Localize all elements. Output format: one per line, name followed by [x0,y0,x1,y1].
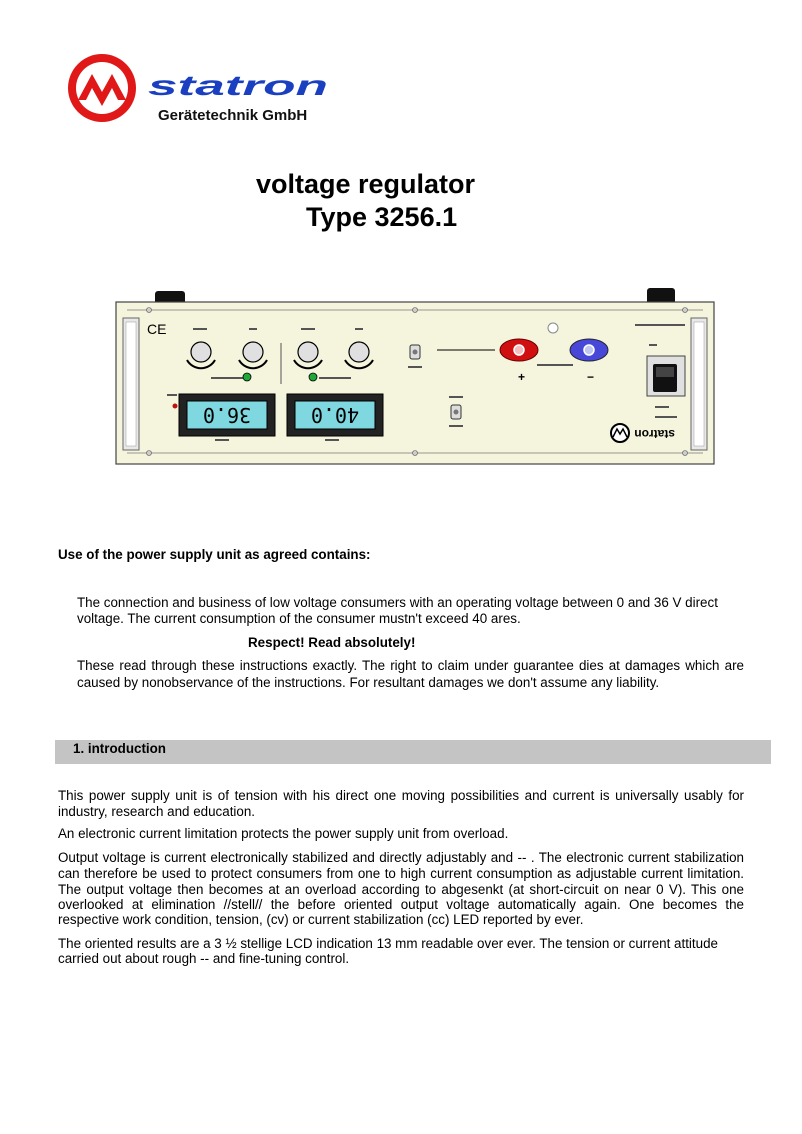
section-header-introduction: 1. introduction [55,740,771,764]
intro-paragraph-3-line-3: The output voltage then becomes at an ov… [58,882,744,897]
statron-logo-icon [68,54,136,122]
use-paragraph-2-line-1: These read through these instructions ex… [77,658,744,673]
intro-paragraph-3-line-4: overlooked at elimination //stell// the … [58,897,744,912]
current-display-value: 40.0 [311,403,359,427]
intro-paragraph-4-line-1: The oriented results are a 3 ½ stellige … [58,936,718,951]
use-paragraph-1-line-2: voltage. The current consumption of the … [77,611,521,626]
panel-brand: statron [634,427,675,441]
intro-paragraph-1-line-1: This power supply unit is of tension wit… [58,788,744,803]
device-front-panel: CE 36.0 40.0 + − [115,288,715,465]
svg-text:−: − [587,370,594,384]
intro-paragraph-1-line-2: industry, research and education. [58,804,256,819]
use-paragraph-2-line-2: caused by nonobservance of the instructi… [77,675,660,690]
statron-wordmark: statron [148,74,328,98]
intro-paragraph-3-line-1: Output voltage is current electronically… [58,850,744,865]
intro-paragraph-4-line-2: carried out about rough -- and fine-tuni… [58,951,350,966]
use-heading: Use of the power supply unit as agreed c… [58,547,371,562]
intro-paragraph-3-line-2: can therefore be used to protect consume… [58,866,744,881]
intro-paragraph-3-line-5: respective work condition, tension, (cv)… [58,912,584,927]
document-title: voltage regulator [256,169,476,199]
brand-text: statron [148,74,328,98]
svg-text:+: + [518,370,525,384]
use-paragraph-1-line-1: The connection and business of low volta… [77,595,718,610]
company-subtitle: Gerätetechnik GmbH [158,107,308,124]
intro-paragraph-2: An electronic current limitation protect… [58,826,509,841]
section-title: 1. introduction [73,741,166,756]
voltage-display-value: 36.0 [203,403,251,427]
warning-text: Respect! Read absolutely! [248,635,416,650]
document-type: Type 3256.1 [306,202,458,232]
ce-mark: CE [147,321,166,337]
